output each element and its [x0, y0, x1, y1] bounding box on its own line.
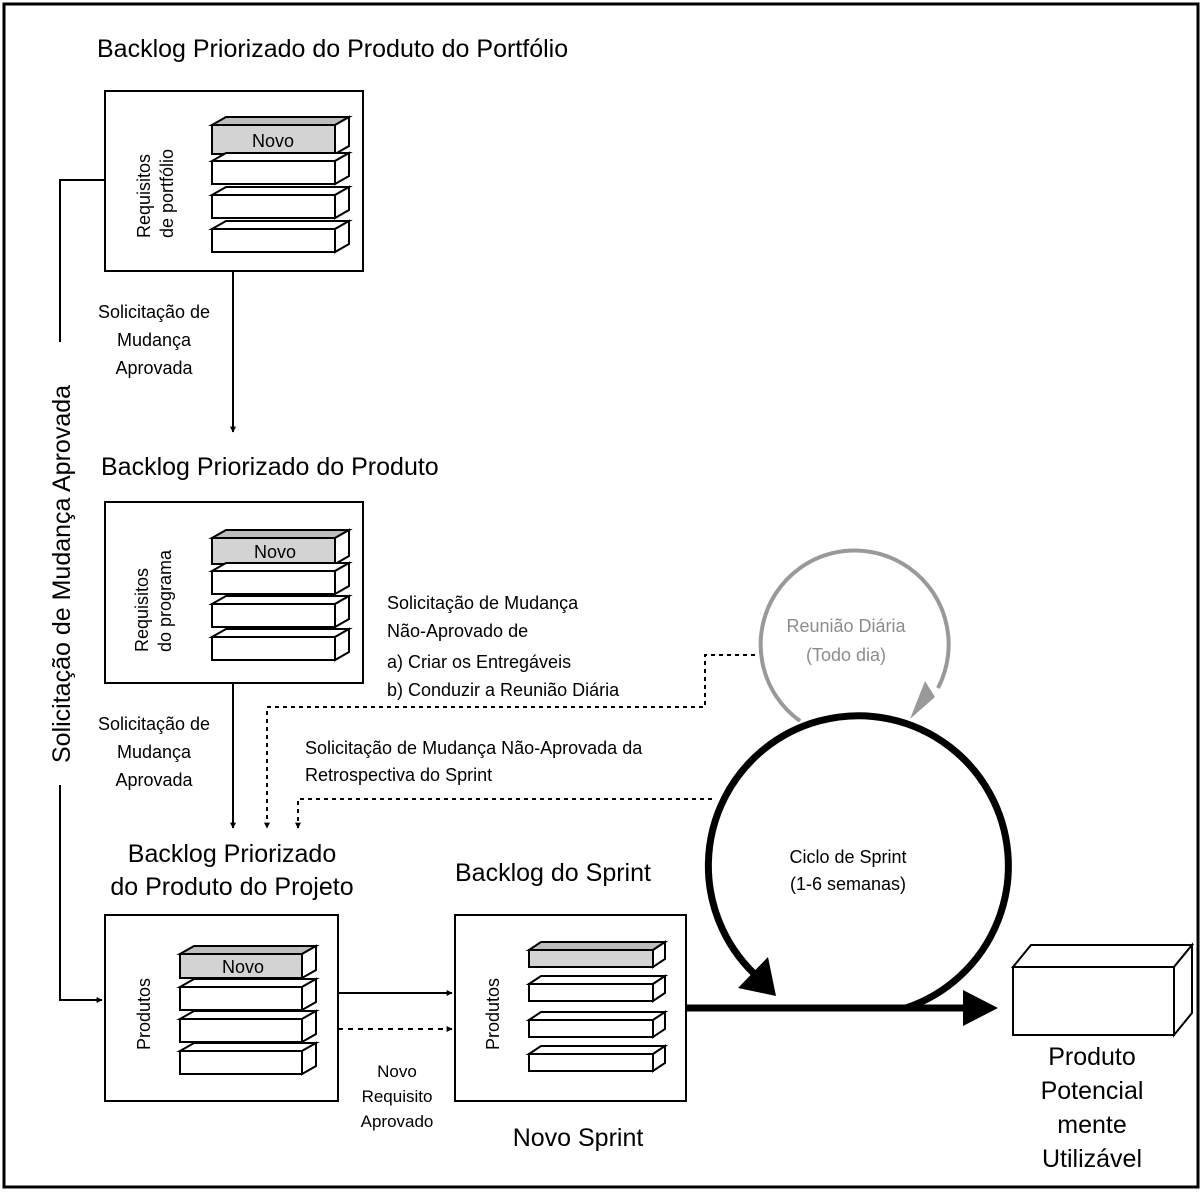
svg-text:Solicitação de: Solicitação de [98, 714, 210, 734]
svg-text:Ciclo de Sprint: Ciclo de Sprint [789, 847, 906, 867]
svg-text:Solicitação de Mudança: Solicitação de Mudança [387, 593, 579, 613]
svg-text:Retrospectiva do Sprint: Retrospectiva do Sprint [305, 765, 492, 785]
svg-text:Produto: Produto [1048, 1043, 1136, 1071]
sprint-cycle-label: Ciclo de Sprint (1-6 semanas) [789, 847, 906, 894]
project-new-label: Novo [222, 957, 264, 977]
svg-text:mente: mente [1057, 1111, 1126, 1139]
daily-meeting-arrowhead [910, 681, 935, 719]
portfolio-stack: Novo [208, 115, 353, 254]
svg-text:b) Conduzir a Reunião Diária: b) Conduzir a Reunião Diária [387, 680, 620, 700]
sprint-item-1 [525, 940, 669, 969]
portfolio-item-2 [208, 185, 353, 220]
svg-text:(Todo dia): (Todo dia) [806, 645, 886, 665]
project-item-2 [176, 1009, 320, 1044]
new-sprint-caption: Novo Sprint [513, 1124, 644, 1152]
program-side-label: Requisitos do programa [132, 549, 175, 652]
svg-text:do Produto do Projeto: do Produto do Projeto [110, 873, 353, 901]
portfolio-new-label: Novo [252, 131, 294, 151]
sprint-cycle-arrowhead [738, 957, 776, 996]
unapproved-retro-label: Solicitação de Mudança Não-Aprovada da R… [305, 738, 643, 785]
svg-text:Requisitos: Requisitos [134, 154, 154, 238]
svg-text:Mudança: Mudança [117, 330, 192, 350]
program-new-label: Novo [254, 542, 296, 562]
svg-text:Requisitos: Requisitos [132, 568, 152, 652]
sprint-cycle-loop [704, 712, 1012, 1012]
svg-text:do programa: do programa [155, 549, 175, 652]
output-product-box [1010, 942, 1195, 1038]
svg-text:(1-6 semanas): (1-6 semanas) [790, 874, 906, 894]
approved-change-vertical-label: Solicitação de Mudança Aprovada [48, 385, 76, 763]
svg-text:Aprovada: Aprovada [115, 770, 193, 790]
svg-text:Utilizável: Utilizável [1042, 1145, 1142, 1173]
svg-text:de portfólio: de portfólio [157, 149, 177, 238]
portfolio-item-new: Novo [208, 115, 353, 156]
program-item-3 [208, 627, 353, 662]
program-item-1 [208, 561, 353, 596]
portfolio-item-3 [208, 219, 353, 254]
svg-text:Solicitação de: Solicitação de [98, 302, 210, 322]
program-title: Backlog Priorizado do Produto [101, 453, 439, 481]
output-label: Produto Potencial mente Utilizável [1041, 1043, 1144, 1173]
project-item-1 [176, 977, 320, 1012]
svg-text:Requisito: Requisito [362, 1087, 433, 1106]
project-side-label: Produtos [134, 978, 154, 1050]
portfolio-side-label: Requisitos de portfólio [134, 149, 177, 238]
unapproved-daily-label: Solicitação de Mudança Não-Aprovado de a… [387, 593, 620, 700]
sprint-backlog-title: Backlog do Sprint [455, 859, 651, 887]
left-bracket-top [59, 179, 105, 342]
sprint-item-3 [525, 1010, 669, 1039]
svg-text:a) Criar os Entregáveis: a) Criar os Entregáveis [387, 652, 571, 672]
program-stack: Novo [208, 528, 353, 662]
svg-text:Novo: Novo [377, 1062, 417, 1081]
daily-meeting-loop [758, 548, 951, 723]
left-bracket-bottom [59, 785, 103, 1003]
output-arrowhead [963, 990, 998, 1026]
svg-text:Backlog Priorizado: Backlog Priorizado [128, 840, 336, 868]
program-item-2 [208, 594, 353, 629]
svg-text:Não-Aprovado de: Não-Aprovado de [387, 621, 528, 641]
svg-text:Reunião Diária: Reunião Diária [786, 616, 906, 636]
project-stack: Novo [176, 944, 320, 1076]
daily-meeting-label: Reunião Diária (Todo dia) [786, 616, 906, 665]
svg-text:Solicitação de Mudança Não-Apr: Solicitação de Mudança Não-Aprovada da [305, 738, 643, 758]
sprint-stack [525, 940, 669, 1073]
approved-change-label-1: Solicitação de Mudança Aprovada [98, 302, 210, 378]
svg-text:Mudança: Mudança [117, 742, 192, 762]
svg-text:Potencial: Potencial [1041, 1077, 1144, 1105]
dotted-arrow-retro [295, 798, 712, 829]
project-item-new: Novo [176, 944, 320, 980]
dotted-arrow-daily [264, 654, 755, 829]
svg-text:Aprovada: Aprovada [115, 358, 193, 378]
program-item-new: Novo [208, 528, 353, 566]
portfolio-item-1 [208, 151, 353, 186]
project-item-3 [176, 1041, 320, 1076]
portfolio-title: Backlog Priorizado do Produto do Portfól… [97, 35, 568, 63]
project-title: Backlog Priorizado do Produto do Projeto [110, 840, 353, 901]
sprint-side-label: Produtos [483, 978, 503, 1050]
svg-text:Aprovado: Aprovado [361, 1112, 434, 1131]
new-requirement-label: Novo Requisito Aprovado [361, 1062, 434, 1131]
approved-change-label-2: Solicitação de Mudança Aprovada [98, 714, 210, 790]
sprint-item-2 [525, 974, 669, 1003]
sprint-item-4 [525, 1044, 669, 1073]
